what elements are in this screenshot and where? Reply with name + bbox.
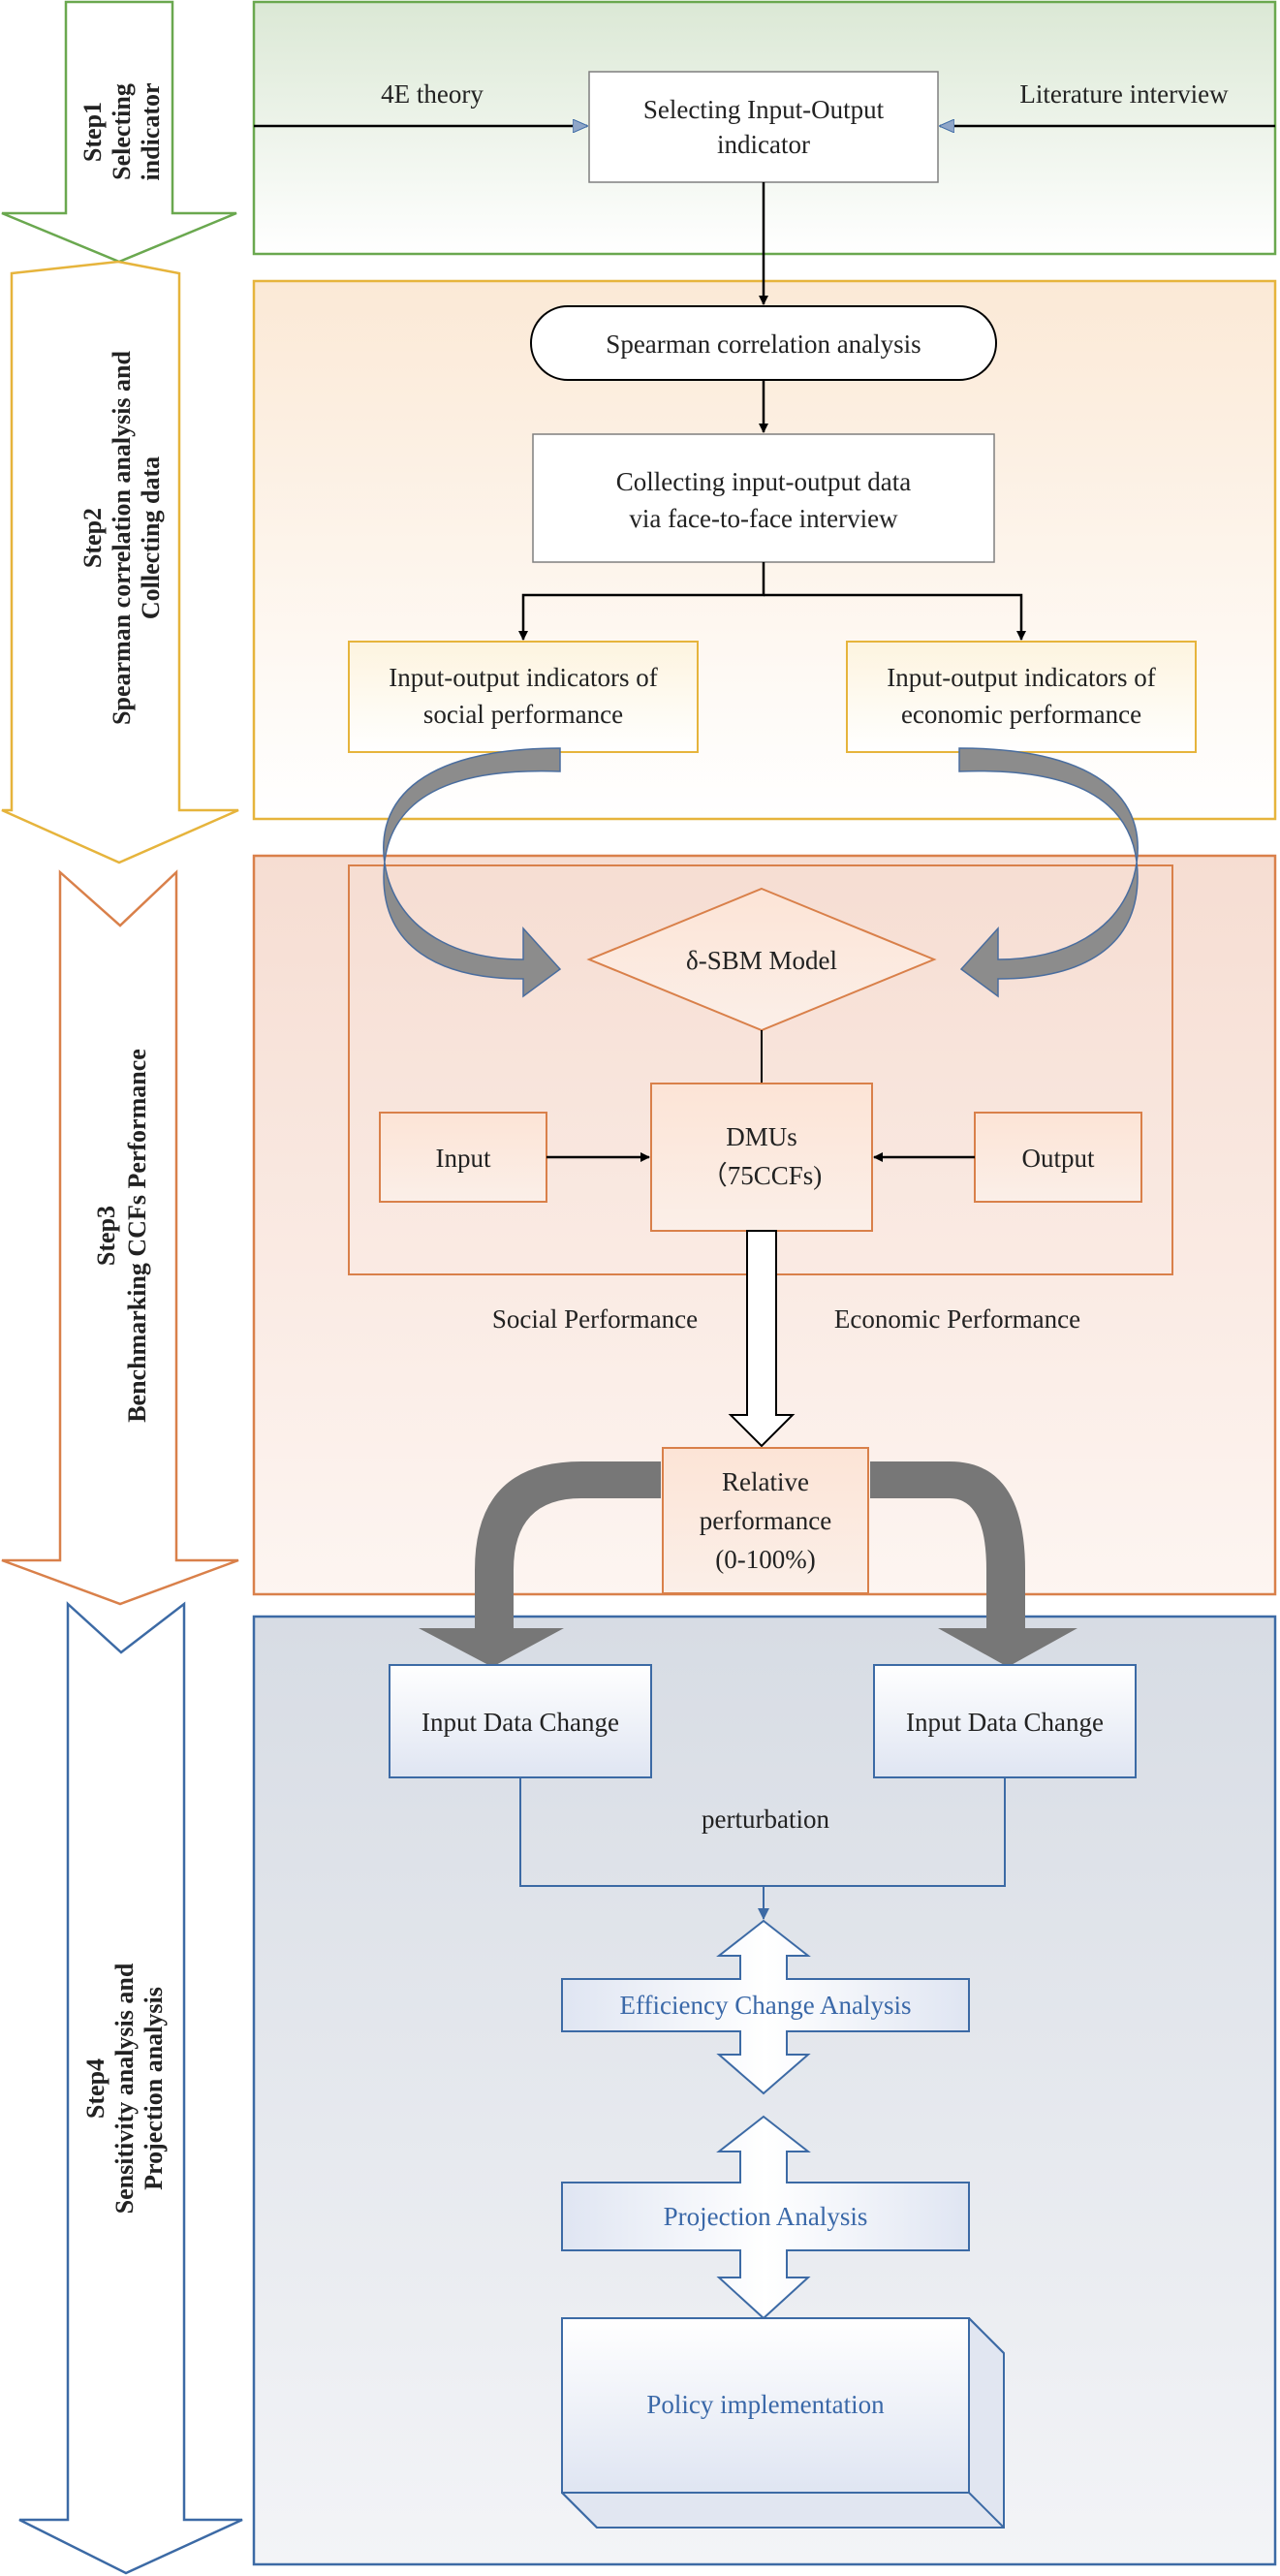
step4-arrow: Step4 Sensitivity analysis and Projectio…	[18, 1601, 243, 2575]
efficiency-label: Efficiency Change Analysis	[620, 1991, 912, 2020]
economic-indicators-line2: economic performance	[901, 700, 1141, 729]
output-box	[974, 1112, 1142, 1203]
economic-indicators-line1: Input-output indicators of	[887, 663, 1155, 692]
selecting-indicator-box	[588, 71, 939, 183]
relative-line2: performance	[700, 1506, 831, 1535]
step3-arrow: Step3 Benchmarking CCFs Performance	[1, 869, 239, 1606]
collect-data-line1: Collecting input-output data	[616, 467, 911, 496]
step2-arrow: Step2 Spearman correlation analysis and …	[1, 260, 239, 864]
elbow-arrow-left	[419, 1461, 661, 1667]
step3-subtitle-line1: Benchmarking CCFs Performance	[123, 1049, 151, 1423]
policy-box	[561, 2317, 1005, 2529]
step4-title: Step4	[81, 2058, 109, 2119]
input-change-right-box	[873, 1664, 1137, 1778]
elbow-arrow-right	[870, 1461, 1077, 1667]
step1-subtitle-line1: Selecting	[108, 83, 136, 180]
arrow-dmus-to-relative	[728, 1230, 796, 1448]
step1-arrow: Step1 Selecting indicator	[1, 0, 237, 264]
step2-title: Step2	[78, 508, 107, 568]
relative-performance-box	[662, 1447, 869, 1594]
dmus-line2: （75CCFs)	[702, 1161, 823, 1190]
step4-subtitle-line2: Projection analysis	[140, 1987, 168, 2190]
sbm-model-label: δ-SBM Model	[686, 946, 837, 975]
spearman-label: Spearman correlation analysis	[606, 330, 921, 359]
relative-line3: (0-100%)	[715, 1545, 815, 1574]
social-performance-label: Social Performance	[492, 1304, 698, 1334]
arrow-collect-to-economic	[764, 593, 1026, 641]
input-change-left-box	[389, 1664, 652, 1778]
curved-arrow-social	[383, 747, 562, 998]
relative-line1: Relative	[722, 1467, 809, 1496]
label-4e-theory: 4E theory	[381, 79, 484, 109]
social-indicators-line1: Input-output indicators of	[389, 663, 657, 692]
efficiency-double-arrow	[561, 1919, 970, 2095]
step2-subtitle-line2: Collecting data	[137, 456, 165, 619]
dmus-line1: DMUs	[726, 1122, 797, 1151]
projection-label: Projection Analysis	[664, 2202, 868, 2231]
social-indicators-box	[348, 641, 699, 753]
perturbation-label: perturbation	[702, 1805, 829, 1834]
step4-subtitle-line1: Sensitivity analysis and	[110, 1963, 139, 2214]
selecting-indicator-line2: indicator	[717, 130, 810, 159]
collect-data-box	[532, 433, 995, 563]
step2-subtitle-line1: Spearman correlation analysis and	[108, 350, 136, 724]
dmus-box	[650, 1083, 873, 1232]
social-indicators-line2: social performance	[423, 700, 623, 729]
input-change-right-label: Input Data Change	[906, 1708, 1104, 1737]
selecting-indicator-line1: Selecting Input-Output	[643, 95, 885, 124]
step3-title: Step3	[92, 1206, 120, 1266]
input-change-left-label: Input Data Change	[421, 1708, 619, 1737]
step1-title: Step1	[78, 102, 107, 162]
economic-indicators-box	[846, 641, 1197, 753]
policy-label: Policy implementation	[646, 2390, 885, 2419]
arrow-collect-to-social	[518, 562, 765, 641]
step1-subtitle-line2: indicator	[137, 82, 165, 180]
output-label: Output	[1021, 1144, 1095, 1173]
input-label: Input	[436, 1144, 491, 1173]
collect-data-line2: via face-to-face interview	[629, 504, 898, 533]
label-literature-interview: Literature interview	[1019, 79, 1229, 109]
curved-arrow-economic	[958, 747, 1139, 998]
economic-performance-label: Economic Performance	[834, 1304, 1080, 1334]
